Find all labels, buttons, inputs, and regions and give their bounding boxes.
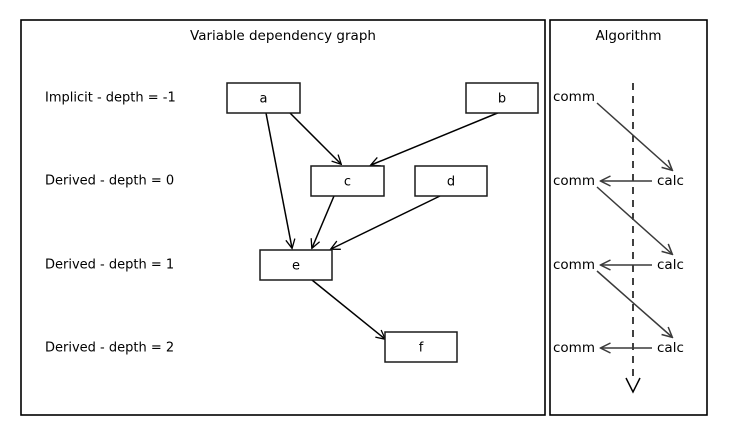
variable-node-box-d: [414, 165, 488, 197]
algorithm-arrows: [596, 102, 672, 348]
algorithm-calc-label-1: calc: [657, 173, 684, 189]
left-panel-title: Variable dependency graph: [190, 28, 376, 44]
algorithm-calc-label-3: calc: [657, 340, 684, 356]
variable-node-box-b: [465, 82, 539, 114]
algorithm-timeline: [625, 83, 641, 394]
algorithm-comm-to-calc-arrow-2: [596, 270, 672, 337]
variable-node-label-a: a: [260, 92, 268, 107]
algorithm-comm-label-0: comm: [553, 89, 595, 105]
variable-node-a: a: [226, 82, 301, 114]
algorithm-calc-label-2: calc: [657, 257, 684, 273]
edge-e-to-f: [311, 279, 385, 339]
variable-nodes: a b c d e f: [226, 82, 539, 363]
depth-row-label-3: Derived - depth = 2: [45, 341, 174, 356]
variable-node-b: b: [465, 82, 539, 114]
variable-node-label-e: e: [292, 259, 300, 274]
edge-c-to-e: [312, 195, 335, 248]
edge-a-to-e: [265, 112, 292, 248]
variable-node-label-b: b: [498, 92, 506, 107]
variable-node-label-f: f: [419, 341, 424, 356]
depth-row-labels: Implicit - depth = -1 Derived - depth = 0…: [45, 91, 176, 356]
algorithm-comm-to-calc-arrow-0: [596, 102, 672, 170]
edge-a-to-c: [289, 112, 341, 164]
variable-node-d: d: [414, 165, 488, 197]
algorithm-comm-label-3: comm: [553, 340, 595, 356]
right-panel-title: Algorithm: [595, 28, 661, 44]
depth-row-label-1: Derived - depth = 0: [45, 174, 174, 189]
variable-node-box-a: [226, 82, 301, 114]
variable-node-c: c: [310, 165, 385, 197]
variable-node-f: f: [384, 331, 458, 363]
algorithm-step-labels: comm comm calc comm calc comm calc: [553, 89, 684, 356]
algorithm-comm-to-calc-arrow-1: [596, 186, 672, 254]
depth-row-label-2: Derived - depth = 1: [45, 258, 174, 273]
variable-node-box-f: [384, 331, 458, 363]
variable-node-label-d: d: [447, 175, 455, 190]
edge-b-to-c: [371, 111, 501, 165]
variable-node-label-c: c: [344, 175, 351, 190]
left-panel-frame: [20, 19, 546, 416]
variable-node-e: e: [259, 249, 333, 281]
dependency-edges: [265, 111, 501, 339]
timeline-arrowhead-icon: [625, 377, 641, 394]
algorithm-comm-label-1: comm: [553, 173, 595, 189]
depth-row-label-0: Implicit - depth = -1: [45, 91, 176, 106]
variable-node-box-e: [259, 249, 333, 281]
edge-d-to-e: [331, 195, 441, 249]
algorithm-comm-label-2: comm: [553, 257, 595, 273]
variable-node-box-c: [310, 165, 385, 197]
right-panel-frame: [549, 19, 708, 416]
